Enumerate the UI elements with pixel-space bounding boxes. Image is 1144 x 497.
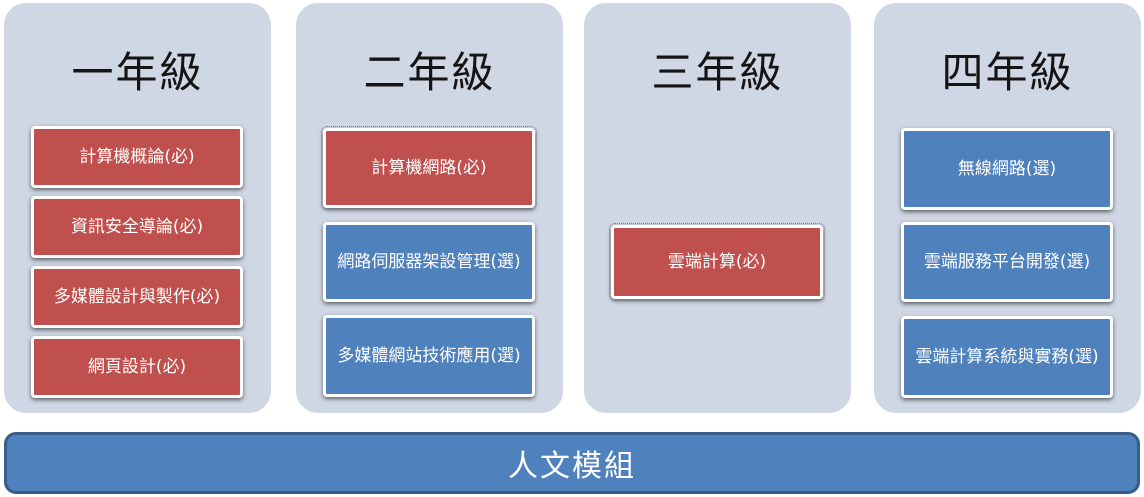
course-box: 多媒體網站技術應用(選) <box>323 315 535 397</box>
course-box: 無線網路(選) <box>901 128 1113 210</box>
year-3-column: 三年級 雲端計算(必) <box>584 3 851 413</box>
year-1-column: 一年級 計算機概論(必) 資訊安全導論(必) 多媒體設計與製作(必) 網頁設計(… <box>4 3 271 413</box>
course-box: 雲端服務平台開發(選) <box>901 222 1113 302</box>
course-box: 多媒體設計與製作(必) <box>31 266 243 328</box>
course-box: 計算機概論(必) <box>31 126 243 188</box>
year-4-column: 四年級 無線網路(選) 雲端服務平台開發(選) 雲端計算系統與實務(選) <box>874 3 1141 413</box>
year-1-title: 一年級 <box>71 48 204 97</box>
year-2-column: 二年級 計算機網路(必) 網路伺服器架設管理(選) 多媒體網站技術應用(選) <box>296 3 563 413</box>
course-box: 資訊安全導論(必) <box>31 196 243 258</box>
course-box: 網路伺服器架設管理(選) <box>323 222 535 302</box>
year-4-title: 四年級 <box>941 48 1074 97</box>
course-box: 計算機網路(必) <box>321 126 537 210</box>
course-box: 網頁設計(必) <box>31 336 243 398</box>
year-2-title: 二年級 <box>363 48 496 97</box>
year-3-title: 三年級 <box>651 48 784 97</box>
humanities-module-bar: 人文模組 <box>4 432 1140 494</box>
course-box: 雲端計算(必) <box>609 223 825 301</box>
course-box: 雲端計算系統與實務(選) <box>901 316 1113 398</box>
